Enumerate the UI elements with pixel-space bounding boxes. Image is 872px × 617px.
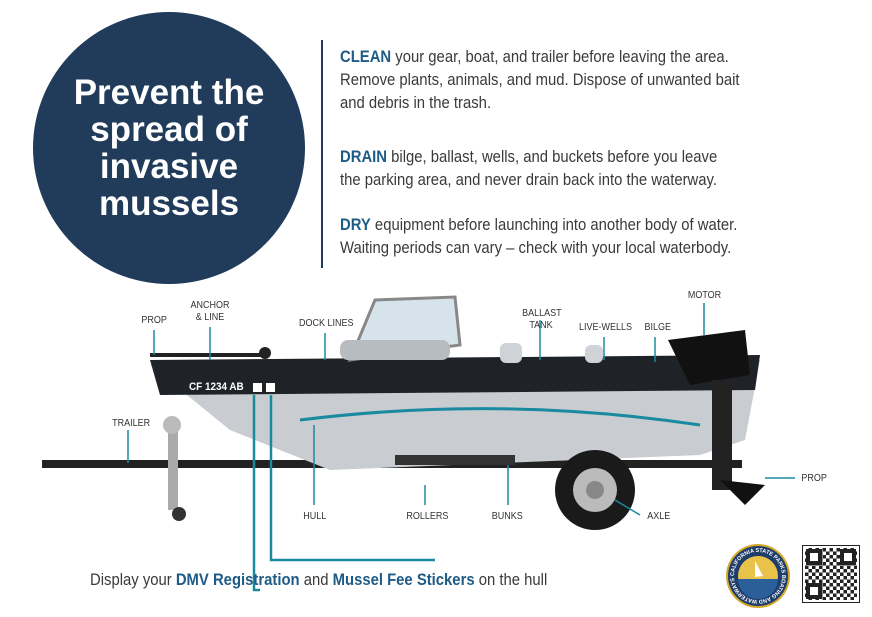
step-dry: DRY equipment before launching into anot…: [340, 214, 790, 260]
headline-circle: Prevent the spread of invasive mussels: [33, 12, 305, 284]
seat: [585, 345, 603, 363]
trolling-motor-head: [259, 347, 271, 359]
trailer-jack: [168, 420, 178, 510]
label-trailer: TRAILER: [112, 418, 151, 429]
seat: [500, 343, 522, 363]
label-anchor: ANCHOR & LINE: [190, 300, 230, 323]
label-live-wells: LIVE-WELLS: [578, 322, 632, 333]
step-text: equipment before launching into another …: [340, 216, 738, 257]
motor-shaft: [712, 380, 732, 490]
qr-finder: [806, 583, 822, 599]
label-ballast: BALLAST TANK: [522, 308, 562, 331]
jack-wheel: [172, 507, 186, 521]
motor-prop: [720, 480, 765, 505]
step-drain: DRAIN bilge, ballast, wells, and buckets…: [340, 146, 741, 192]
console: [340, 340, 450, 360]
trolling-motor: [150, 353, 265, 357]
boating-waterways-logo: CALIFORNIA STATE PARKS BOATING AND WATER…: [726, 544, 790, 608]
step-text: bilge, ballast, wells, and buckets befor…: [340, 148, 718, 189]
step-keyword: DRY: [340, 216, 371, 234]
divider: [321, 40, 323, 268]
headline: Prevent the spread of invasive mussels: [73, 73, 265, 223]
hull-topsides: [150, 355, 760, 395]
step-text: your gear, boat, and trailer before leav…: [340, 48, 740, 112]
footer-text: on the hull: [474, 571, 548, 589]
label-bilge: BILGE: [644, 322, 671, 333]
registration-number: CF 1234 AB: [189, 381, 244, 393]
label-motor: MOTOR: [687, 290, 722, 301]
logo-sea: [738, 579, 778, 599]
step-clean: CLEAN your gear, boat, and trailer befor…: [340, 46, 741, 115]
label-bunks: BUNKS: [491, 511, 523, 522]
footer-text: Display your: [90, 571, 176, 589]
label-prop-rear: PROP: [801, 473, 827, 484]
sticker: [253, 383, 262, 392]
sticker: [266, 383, 275, 392]
label-dock-lines: DOCK LINES: [299, 318, 354, 329]
qr-finder: [840, 549, 856, 565]
step-keyword: DRAIN: [340, 148, 388, 166]
label-rollers: ROLLERS: [406, 511, 449, 522]
qr-finder: [806, 549, 822, 565]
hull-stripe: [299, 407, 701, 427]
trailer-bunk: [395, 455, 515, 465]
footer-text: and: [299, 571, 333, 589]
wheel-hub: [586, 481, 604, 499]
sailboat-icon: [755, 561, 763, 577]
footer-dmv: DMV Registration: [175, 571, 300, 589]
step-keyword: CLEAN: [340, 48, 392, 66]
label-prop-front: PROP: [141, 315, 167, 326]
leader-lines: [127, 303, 795, 592]
qr-code[interactable]: [802, 545, 860, 603]
footer-fee: Mussel Fee Stickers: [332, 571, 475, 589]
footer-instruction: Display your DMV Registration and Mussel…: [90, 571, 547, 590]
winch: [163, 416, 181, 434]
label-axle: AXLE: [647, 511, 671, 522]
label-hull: HULL: [303, 511, 327, 522]
outboard-motor: [668, 330, 750, 385]
